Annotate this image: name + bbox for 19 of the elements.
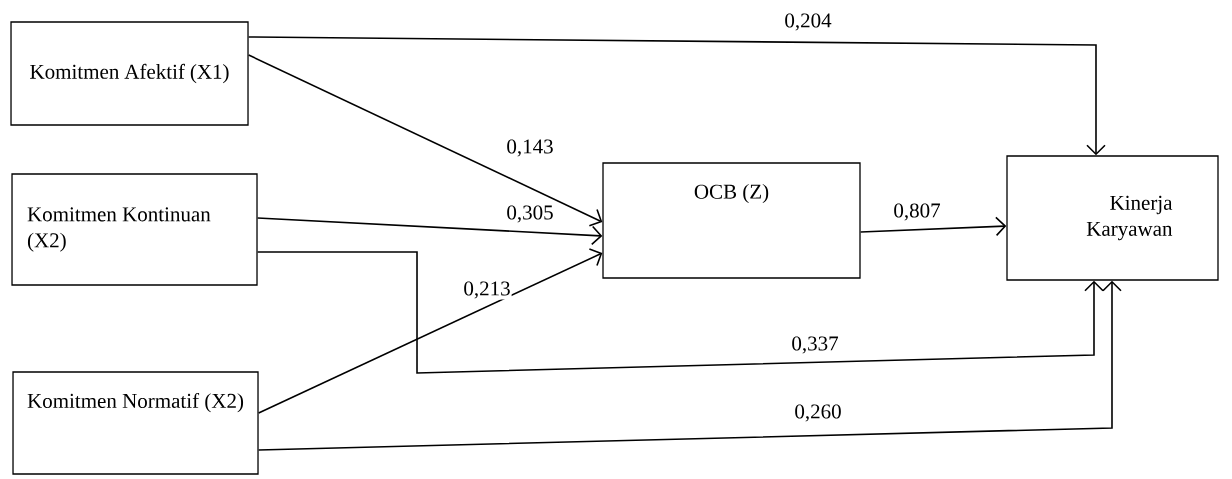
edge-label: 0,807 [892,202,942,222]
edge-label: 0,204 [783,12,833,32]
concept-box: Komitmen Normatif (X2) [12,371,259,475]
concept-box: Komitmen Kontinuan (X2) [11,173,258,286]
arrow [256,251,1104,374]
arrow [859,216,1007,237]
arrow [256,217,603,246]
edge-label: 0,337 [790,335,840,355]
edge-label: 0,143 [505,138,555,158]
edge-label: 0,213 [462,280,512,300]
edge-label: 0,260 [793,403,843,423]
arrow [257,248,603,414]
edge-label: 0,305 [505,204,555,224]
arrow [247,54,603,227]
arrow [257,280,1122,451]
concept-box: OCB (Z) [602,162,861,279]
concept-box: Komitmen Afektif (X1) [10,21,249,126]
arrow [247,36,1106,156]
concept-box: Kinerja Karyawan [1006,155,1219,281]
